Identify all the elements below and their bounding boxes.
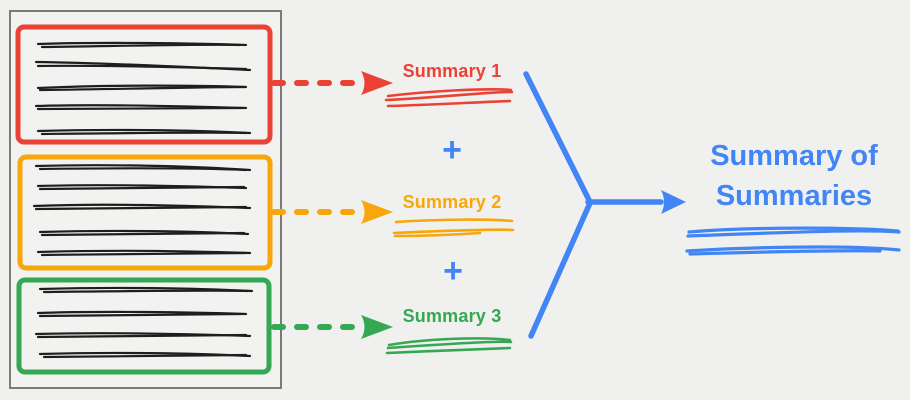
summary-1-label: Summary 1: [402, 61, 502, 81]
text-scribble-lines-3: [34, 286, 254, 359]
summary-3-label: Summary 3: [402, 306, 502, 326]
plus-sign-1: +: [442, 131, 462, 169]
summary-2-label: Summary 2: [402, 192, 502, 212]
result-label: Summary of Summaries: [710, 140, 878, 212]
section-box-3: [16, 277, 272, 375]
result-underline-scribble: [685, 226, 901, 256]
arrow-green-dashed: [271, 315, 393, 339]
plus-sign-2: +: [443, 252, 463, 290]
section-box-2: [17, 154, 273, 271]
arrowhead-green: [361, 315, 393, 339]
summary-2-underline-scribble: [392, 218, 515, 238]
document-outline: [9, 10, 282, 389]
text-scribble-lines-2: [32, 164, 252, 257]
arrowhead-blue: [661, 190, 686, 214]
summary-3-underline-scribble: [385, 337, 513, 355]
summary-1-underline-scribble: [384, 88, 514, 108]
section-box-1: [15, 24, 273, 145]
arrow-orange-dashed: [271, 200, 393, 224]
arrow-red-dashed: [271, 71, 393, 95]
merge-arrow-blue: [523, 71, 686, 339]
arrowhead-orange: [361, 200, 393, 224]
arrowhead-red: [361, 71, 393, 95]
text-scribble-lines-1: [34, 41, 252, 136]
